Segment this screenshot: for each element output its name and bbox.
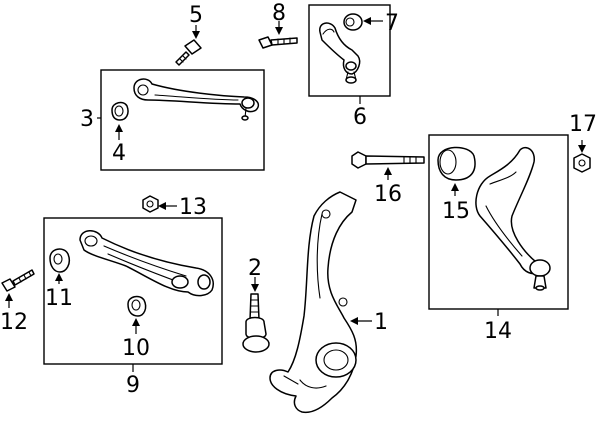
leader-5 [192, 25, 200, 39]
leader-10 [132, 318, 140, 334]
nut-13[interactable] [142, 195, 159, 213]
bolt-5[interactable] [175, 39, 202, 66]
lower-control-arm-14[interactable] [475, 146, 551, 291]
callout-7: 7 [385, 11, 399, 36]
ball-joint-2[interactable] [242, 293, 270, 353]
callout-15: 15 [442, 199, 470, 224]
callout-5: 5 [189, 3, 203, 28]
callout-14: 14 [484, 319, 512, 344]
nut-17[interactable] [573, 153, 591, 173]
callout-11: 11 [45, 286, 73, 311]
leader-16 [384, 167, 392, 180]
callout-9: 9 [126, 373, 140, 398]
leader-8 [275, 21, 283, 35]
bolt-12[interactable] [1, 269, 35, 292]
frame-group-6 [308, 4, 391, 97]
leader-13 [158, 202, 177, 210]
bushing-7[interactable] [343, 13, 363, 31]
bushing-10[interactable] [127, 295, 147, 317]
leader-15 [451, 183, 459, 196]
callout-10: 10 [122, 336, 150, 361]
leader-7 [363, 17, 383, 25]
leader-4 [115, 124, 123, 140]
callout-16: 16 [374, 182, 402, 207]
link-arm-6[interactable] [319, 22, 361, 84]
leader-2 [251, 277, 259, 292]
leader-17 [578, 140, 586, 153]
leader-12 [5, 293, 13, 308]
bushing-15[interactable] [437, 146, 476, 181]
lower-arm-9[interactable] [79, 230, 214, 297]
bolt-8[interactable] [258, 36, 298, 49]
callout-8: 8 [272, 1, 286, 26]
bushing-11[interactable] [49, 248, 71, 273]
callout-2: 2 [248, 256, 262, 281]
callout-12: 12 [0, 310, 28, 335]
callout-4: 4 [112, 141, 126, 166]
callout-17: 17 [569, 112, 597, 137]
frame-group-3 [100, 69, 265, 171]
bolt-16[interactable] [351, 151, 425, 169]
callout-3: 3 [80, 107, 94, 132]
leader-1 [350, 317, 372, 325]
leader-11 [55, 273, 63, 284]
steering-knuckle-1[interactable] [269, 191, 358, 414]
callout-6: 6 [353, 105, 367, 130]
bushing-4[interactable] [111, 101, 129, 121]
callout-1: 1 [374, 310, 388, 335]
control-arm-3[interactable] [133, 78, 260, 121]
callout-13: 13 [179, 195, 207, 220]
